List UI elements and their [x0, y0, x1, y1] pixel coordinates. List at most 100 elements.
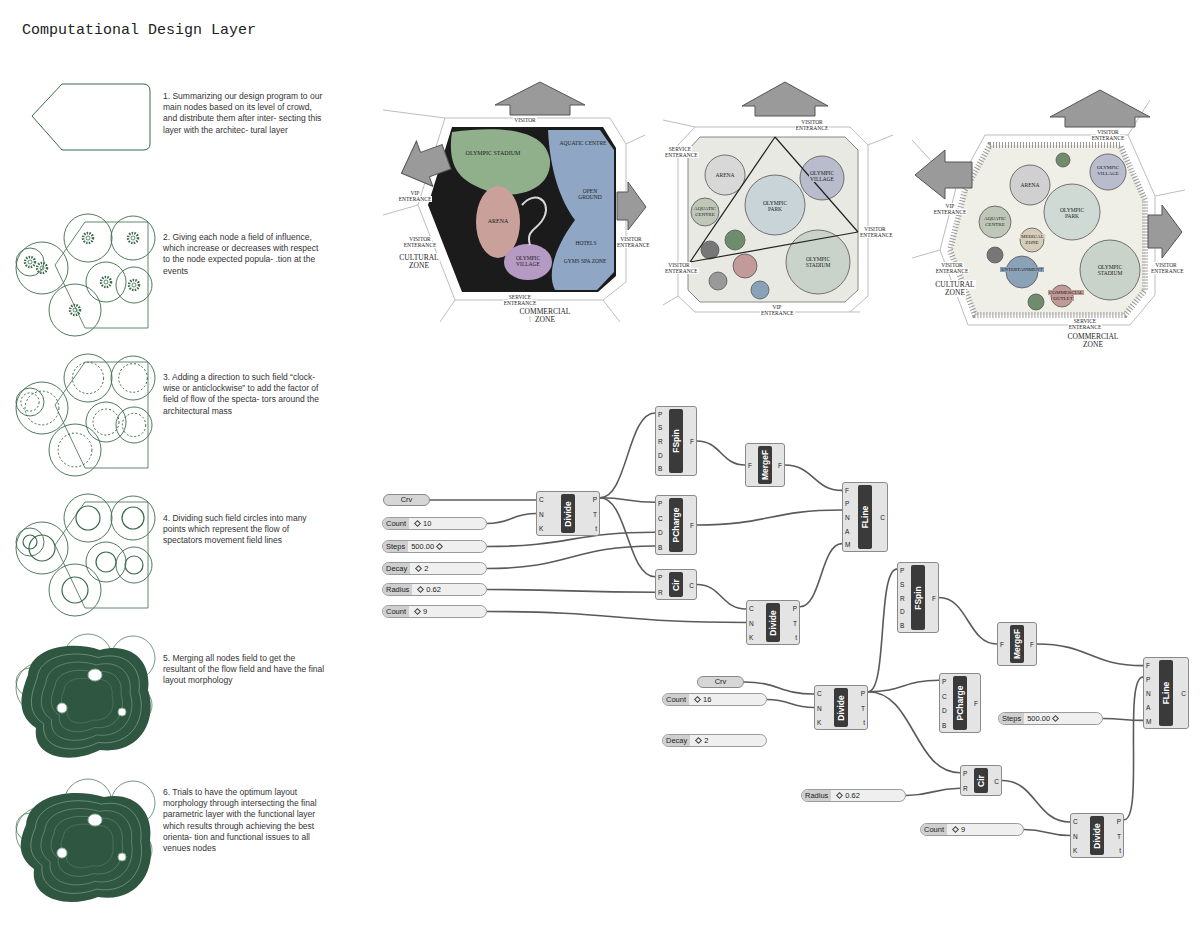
label-text-patch: VISITOR ENTERANCE: [935, 262, 970, 274]
label-text-patch: GYMS SPA ZONE: [563, 258, 608, 264]
site-plan-1: [383, 82, 646, 322]
map-label: VIP ENTERANCE: [395, 190, 435, 202]
map-label: SERVICE ENTERANCE: [664, 146, 696, 158]
slider-value: 500.00: [1027, 714, 1050, 723]
wire: [1124, 677, 1143, 820]
site-plan-1-part: [548, 130, 614, 290]
wire: [1103, 719, 1143, 721]
slider-grip: [1052, 715, 1059, 722]
label-text-patch: OLYMPIC VILLAGE: [1096, 165, 1120, 176]
slider-value: 2: [424, 564, 428, 573]
component-box: DivideCNKPTt: [746, 600, 800, 645]
site-plan-2-part: [709, 272, 727, 290]
site-plan-1-part: [383, 110, 645, 322]
map-label: COMMERCIAL ZONE: [1060, 333, 1126, 350]
input-port: F: [1146, 662, 1150, 669]
input-port: K: [539, 524, 543, 531]
component-name: Divide: [836, 695, 846, 721]
node-gear: [104, 280, 108, 284]
output-port: T: [593, 510, 597, 517]
output-port: C: [994, 777, 999, 784]
slider-value-row: 9: [950, 824, 965, 835]
site-plan-3-part: [979, 206, 1011, 238]
map-label: VISITOR ENTERANCE: [400, 236, 440, 248]
map-label: VISITOR ENTERANCE: [664, 262, 694, 274]
input-port: B: [658, 543, 662, 550]
input-port: K: [817, 718, 821, 725]
slider-value-row: 2: [413, 563, 428, 574]
slider-value-row: 10: [412, 518, 431, 529]
label-text-patch: OLYMPIC PARK: [762, 200, 788, 212]
input-port: C: [749, 605, 754, 612]
component-name: Cir: [976, 775, 986, 787]
slider-name: Count: [921, 824, 947, 835]
site-outline: [55, 502, 148, 608]
flow-direction: [21, 393, 39, 411]
output-port: T: [1117, 832, 1121, 839]
label-text-patch: ENTERTAINMENT: [1000, 267, 1044, 272]
output-port: P: [1117, 818, 1121, 825]
wire: [697, 441, 745, 465]
influence-field: [111, 216, 155, 260]
number-slider: Steps500.00: [382, 540, 487, 553]
step-description: 3. Adding a direction to such field “clo…: [163, 372, 325, 417]
influence-field: [116, 547, 152, 583]
output-port: P: [793, 605, 797, 612]
label-text-patch: VISITOR ENTERANCE: [1091, 129, 1126, 141]
field-points: [125, 556, 143, 574]
slider-grip: [836, 792, 843, 799]
slider-grip: [952, 826, 959, 833]
site-plan-3-part: [950, 145, 1145, 315]
site-outline: [32, 84, 150, 150]
component-strip: Divide: [1090, 816, 1104, 855]
morphology-blob: [21, 793, 151, 902]
component-box: DivideCNKPTt: [1070, 813, 1124, 858]
component-name: FLine: [860, 506, 870, 529]
flow-direction: [122, 413, 145, 436]
slider-value-row: 9: [412, 606, 427, 617]
slider-value-row: 16: [692, 694, 711, 705]
label-text-patch: SERVICE ENTERANCE: [1068, 318, 1103, 330]
component-name: Divide: [768, 610, 778, 636]
number-slider: Count 9: [920, 823, 1024, 836]
site-plan-3-part: [1050, 90, 1150, 127]
slider-value-row: 500.00: [1027, 713, 1061, 724]
node-hole: [57, 703, 67, 713]
output-port: P: [593, 496, 597, 503]
slider-value: 9: [961, 825, 965, 834]
node-hole: [88, 814, 102, 826]
component-strip: FSpin: [911, 565, 925, 630]
slider-value: 9: [423, 607, 427, 616]
wire: [487, 546, 655, 569]
input-port: P: [1146, 676, 1150, 683]
input-port: P: [845, 500, 849, 507]
number-slider: Radius0.62: [801, 789, 906, 802]
wire: [800, 544, 842, 607]
component-box: MergeFFF: [997, 622, 1037, 666]
site-plan-1-part: [522, 198, 546, 245]
map-label: OPEN GROUND: [570, 188, 610, 200]
flow-direction: [72, 362, 103, 393]
label-text-patch: ARENA: [487, 218, 510, 224]
influence-field: [16, 382, 68, 434]
label-text-patch: OLYMPIC STADIUM: [1097, 264, 1124, 276]
component-name: FLine: [1161, 682, 1171, 705]
component-box: CirPRC: [655, 569, 697, 600]
site-plan-2-part: [690, 137, 858, 262]
node-gear: [86, 236, 90, 240]
influence-field: [16, 388, 44, 416]
label-text-patch: OLYMPIC VILLAGE: [515, 255, 541, 267]
influence-field: [64, 354, 112, 402]
flow-line: [31, 654, 141, 749]
label-text-patch: VIP ENTERANCE: [933, 203, 968, 215]
input-port: R: [963, 784, 968, 791]
map-label: COMMERCIAL OUTLET: [1048, 290, 1078, 301]
slider-grip: [415, 565, 422, 572]
slider-value-row: 500.00: [411, 541, 445, 552]
input-port: D: [658, 451, 663, 458]
influence-field: [49, 284, 101, 336]
label-text-patch: OLYMPIC PARK: [1059, 207, 1085, 219]
number-slider: Count16: [662, 693, 767, 706]
site-plan-2-part: [725, 230, 745, 250]
